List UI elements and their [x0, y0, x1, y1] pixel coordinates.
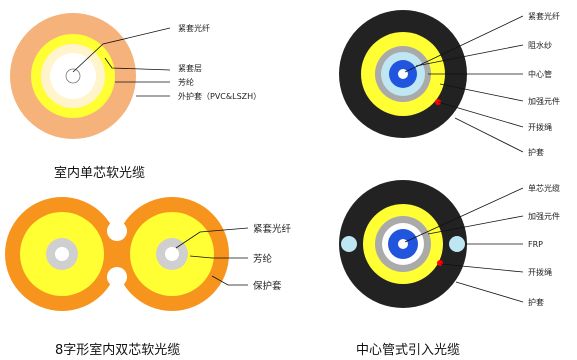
label-frp: FRP — [528, 240, 543, 249]
leader-line — [211, 275, 248, 286]
central-tube-cable-bottom-diagram: 单芯光缆 加强元件 FRP 开拨绳 护套 中心管式引入光缆 — [339, 180, 560, 358]
leader-line — [404, 15, 524, 73]
label-tight-fiber: 紧套光纤 — [253, 223, 292, 235]
leader-line — [427, 215, 524, 235]
leader-line — [72, 27, 171, 73]
label-central-tube: 中心管 — [528, 69, 552, 79]
figure8-waist-fill — [100, 238, 134, 270]
frp-rod-right — [449, 236, 465, 252]
fiber-core — [65, 68, 81, 84]
frp-rod-left — [341, 236, 357, 252]
left-fiber-core — [55, 247, 69, 261]
leader-line — [189, 255, 248, 259]
leader-line — [404, 187, 524, 243]
right-fiber-core — [165, 247, 179, 261]
label-ripcord: 开拨绳 — [528, 267, 552, 277]
label-tight-fiber: 紧套光纤 — [528, 11, 560, 21]
label-jacket: 护套 — [528, 147, 544, 157]
caption-figure8: 8字形室内双芯软光缆 — [55, 342, 180, 358]
caption-single-core: 室内单芯软光缆 — [54, 165, 145, 181]
waist-notch-top — [107, 221, 127, 241]
label-protective-jacket: 保护套 — [253, 280, 282, 292]
figure8-cable-diagram: 紧套光纤 芳纶 保护套 8字形室内双芯软光缆 — [5, 197, 292, 358]
leader-line — [454, 117, 524, 153]
leader-line — [437, 101, 524, 128]
label-aramid: 芳纶 — [253, 253, 273, 265]
fiber-core — [398, 239, 408, 249]
label-tight-fiber: 紧套光纤 — [178, 23, 210, 33]
leader-line — [175, 227, 249, 249]
label-ripcord: 开拨绳 — [528, 122, 552, 132]
ripcord-dot — [437, 260, 443, 266]
single-core-cable-diagram: 紧套光纤 紧套层 芳纶 外护套（PVC&LSZH） 室内单芯软光缆 — [10, 13, 261, 181]
label-jacket: 护套 — [528, 297, 544, 307]
leader-line — [440, 263, 524, 273]
caption-central-tube-drop-cable: 中心管式引入光缆 — [356, 342, 460, 358]
waist-notch-bottom — [107, 267, 127, 287]
label-outer-jacket: 外护套（PVC&LSZH） — [178, 91, 261, 101]
label-strength-member: 加强元件 — [528, 211, 560, 221]
label-aramid: 芳纶 — [178, 77, 194, 87]
fiber-core — [398, 69, 408, 79]
label-water-blocking-yarn: 阻水纱 — [528, 40, 552, 50]
leader-line — [104, 57, 171, 71]
leader-line — [439, 83, 524, 102]
central-tube-cable-top-diagram: 紧套光纤 阻水纱 中心管 加强元件 开拨绳 护套 — [339, 10, 560, 157]
label-strength-member: 加强元件 — [528, 96, 560, 106]
label-single-core-cable: 单芯光缆 — [528, 183, 560, 193]
leader-line — [455, 281, 524, 303]
label-tight-layer: 紧套层 — [178, 63, 202, 73]
leader-line — [415, 44, 524, 67]
